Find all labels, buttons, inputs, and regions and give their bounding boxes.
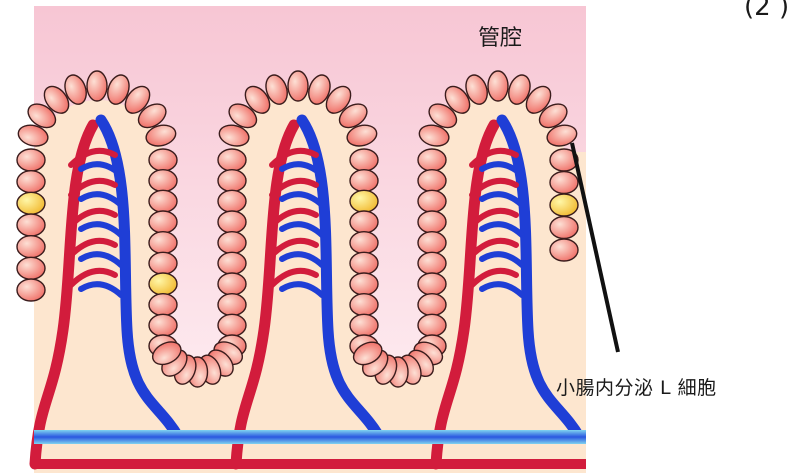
epithelial-cell [17, 257, 45, 279]
epithelial-cell [350, 314, 378, 336]
epithelial-cell [550, 239, 578, 261]
epithelial-cell [550, 172, 578, 194]
l-cell [550, 194, 578, 216]
l-cell [350, 190, 378, 212]
epithelial-cell [488, 71, 508, 101]
epithelial-cell [149, 232, 177, 254]
epithelial-cell [149, 149, 177, 171]
epithelial-cell [149, 170, 177, 192]
epithelial-cell [418, 190, 446, 212]
epithelial-cell [350, 211, 378, 233]
epithelial-cell [218, 294, 246, 316]
l-cell [149, 273, 177, 295]
epithelial-cell [17, 279, 45, 301]
epithelial-cell [418, 314, 446, 336]
epithelial-cell [218, 314, 246, 336]
epithelial-cell [218, 149, 246, 171]
epithelial-cell [87, 71, 107, 101]
epithelial-cell [288, 71, 308, 101]
epithelial-cell [418, 211, 446, 233]
epithelial-cell [418, 273, 446, 295]
epithelial-cell [17, 149, 45, 171]
epithelial-cell [350, 232, 378, 254]
epithelial-cell [218, 170, 246, 192]
epithelial-cell [418, 252, 446, 274]
epithelial-cell [218, 273, 246, 295]
epithelial-cell [149, 211, 177, 233]
epithelial-cell [550, 217, 578, 239]
epithelial-cell [17, 236, 45, 258]
corner-label: (2 ) [744, 0, 789, 22]
epithelial-cell [149, 190, 177, 212]
l-cell [17, 192, 45, 214]
epithelial-cell [350, 170, 378, 192]
epithelial-cell [418, 170, 446, 192]
epithelial-cell [350, 273, 378, 295]
l-cell-label: 小腸内分泌 L 細胞 [556, 373, 717, 400]
epithelial-cell [17, 214, 45, 236]
epithelial-cell [418, 149, 446, 171]
epithelial-cell [149, 314, 177, 336]
submucosa-blue-vessel [34, 430, 586, 444]
epithelial-cell [218, 190, 246, 212]
epithelial-cell [149, 294, 177, 316]
epithelial-cell [218, 252, 246, 274]
epithelial-cell [350, 252, 378, 274]
epithelial-cell [218, 211, 246, 233]
epithelial-cell [350, 149, 378, 171]
epithelial-cell [17, 171, 45, 193]
lumen-label: 管腔 [478, 20, 522, 52]
epithelial-cell [350, 294, 378, 316]
submucosa-red-vessel [34, 459, 586, 469]
epithelial-cell [418, 294, 446, 316]
epithelial-cell [418, 232, 446, 254]
epithelial-cell [218, 232, 246, 254]
epithelial-cell [149, 252, 177, 274]
